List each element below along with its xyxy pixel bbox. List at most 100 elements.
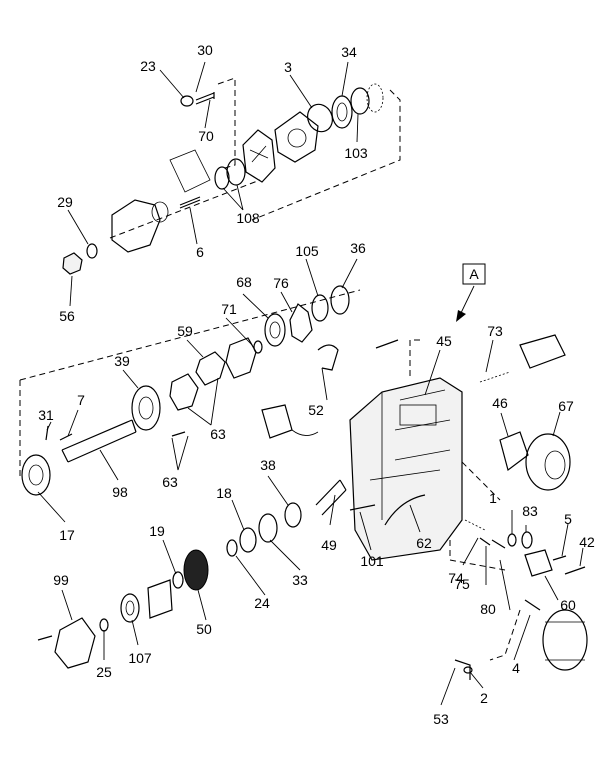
part-80-pin <box>491 539 506 549</box>
part-3-o-ring <box>307 103 333 133</box>
part-68-gear <box>264 313 286 347</box>
callout-label: 42 <box>579 534 595 550</box>
part-83-seal <box>521 531 533 549</box>
callout-label: 1 <box>489 490 497 506</box>
top-assembly <box>62 83 384 275</box>
part-cover-screw <box>37 635 53 641</box>
callout-label: 34 <box>341 44 357 60</box>
callout-label: 7 <box>77 392 85 408</box>
part-62-cable <box>384 494 426 526</box>
part-bolt-top <box>375 339 399 349</box>
part-cover <box>111 199 161 253</box>
reference-box <box>462 263 486 285</box>
callout-label: 53 <box>433 711 449 727</box>
callout-label: 18 <box>216 485 232 501</box>
part-30-bolt <box>195 92 215 105</box>
callout-label: 80 <box>480 601 496 617</box>
part-5-bolt <box>552 555 567 561</box>
part-52-fork <box>317 344 339 371</box>
callout-label: 56 <box>59 308 75 324</box>
part-105-bearing <box>311 294 329 322</box>
callout-label: 73 <box>487 323 503 339</box>
part-24-washer <box>226 539 238 557</box>
part-60-plate <box>524 549 553 577</box>
callout-label: 63 <box>162 474 178 490</box>
callout-label: 23 <box>140 58 156 74</box>
part-25-washer <box>99 618 109 632</box>
part-75-pin <box>479 537 491 546</box>
part-canister <box>542 609 588 671</box>
part-73-spring <box>479 371 511 383</box>
reference-arrowhead <box>456 310 466 322</box>
part-67-drum <box>525 433 571 491</box>
callout-label: 6 <box>196 244 204 260</box>
callout-label: 33 <box>292 572 308 588</box>
part-2-washer <box>463 666 473 674</box>
part-107-bearing <box>120 593 140 623</box>
callout-label: 75 <box>454 576 470 592</box>
part-19-ring <box>172 571 184 589</box>
callout-label: 29 <box>57 194 73 210</box>
part-drive-ratchet <box>242 129 276 183</box>
part-46-bracket <box>499 431 529 472</box>
part-73-plug <box>519 334 566 369</box>
part-101-stud <box>349 504 376 511</box>
part-38-gear <box>284 502 302 528</box>
reference-marker: A <box>456 263 486 322</box>
callout-label: 38 <box>260 457 276 473</box>
part-6-stud <box>179 196 201 209</box>
callout-label: 52 <box>308 402 324 418</box>
part-56-nut <box>62 252 83 275</box>
main-housing <box>349 339 463 561</box>
part-4-bolt <box>524 599 541 611</box>
callout-label: 2 <box>480 690 488 706</box>
part-7-screw <box>59 433 73 441</box>
reference-arrow <box>459 285 475 316</box>
part-bearing-cup <box>147 579 173 619</box>
callout-label: 17 <box>59 527 75 543</box>
part-76-gear <box>289 303 313 343</box>
part-36-ring <box>330 285 350 315</box>
part-housing-plate <box>274 111 319 163</box>
callout-label: 39 <box>114 353 130 369</box>
callout-label: 63 <box>210 426 226 442</box>
callout-label: 19 <box>149 523 165 539</box>
callout-label: 31 <box>38 407 54 423</box>
part-59-spider <box>195 351 226 386</box>
lower-assembly <box>37 479 347 669</box>
callout-label: 3 <box>284 59 292 75</box>
assembly-boundary-lines <box>19 77 521 661</box>
part-103-gear <box>350 87 370 115</box>
callout-label: 70 <box>198 128 214 144</box>
callout-label: 76 <box>273 275 289 291</box>
callout-label: 98 <box>112 484 128 500</box>
part-17-flange <box>21 454 51 496</box>
part-1-washer <box>507 533 517 547</box>
callout-label: 36 <box>350 240 366 256</box>
callout-label: 62 <box>416 535 432 551</box>
callout-label: 49 <box>321 537 337 553</box>
callout-labels: 1 2 3 4 5 6 7 17 18 19 23 24 25 29 30 31… <box>38 42 595 727</box>
callout-label: 59 <box>177 323 193 339</box>
callout-label: 83 <box>522 503 538 519</box>
callout-label: 5 <box>564 511 572 527</box>
callout-label: 101 <box>360 553 384 569</box>
callout-label: 50 <box>196 621 212 637</box>
part-23-washer <box>180 95 194 107</box>
part-108-washer-a <box>214 166 230 190</box>
callout-label: 46 <box>492 395 508 411</box>
part-34-bearing <box>331 95 353 129</box>
callout-label: 4 <box>512 660 520 676</box>
callout-label: 30 <box>197 42 213 58</box>
callout-label: 108 <box>236 210 260 226</box>
callout-label: 25 <box>96 664 112 680</box>
part-98-shaft <box>61 419 137 463</box>
part-53-bolt <box>454 659 471 680</box>
part-gasket <box>169 149 211 193</box>
part-39-gear <box>131 385 161 431</box>
part-42-bolt <box>564 566 586 575</box>
callout-label: 68 <box>236 274 252 290</box>
part-33-ring <box>258 513 278 543</box>
part-99-cover <box>54 617 96 669</box>
